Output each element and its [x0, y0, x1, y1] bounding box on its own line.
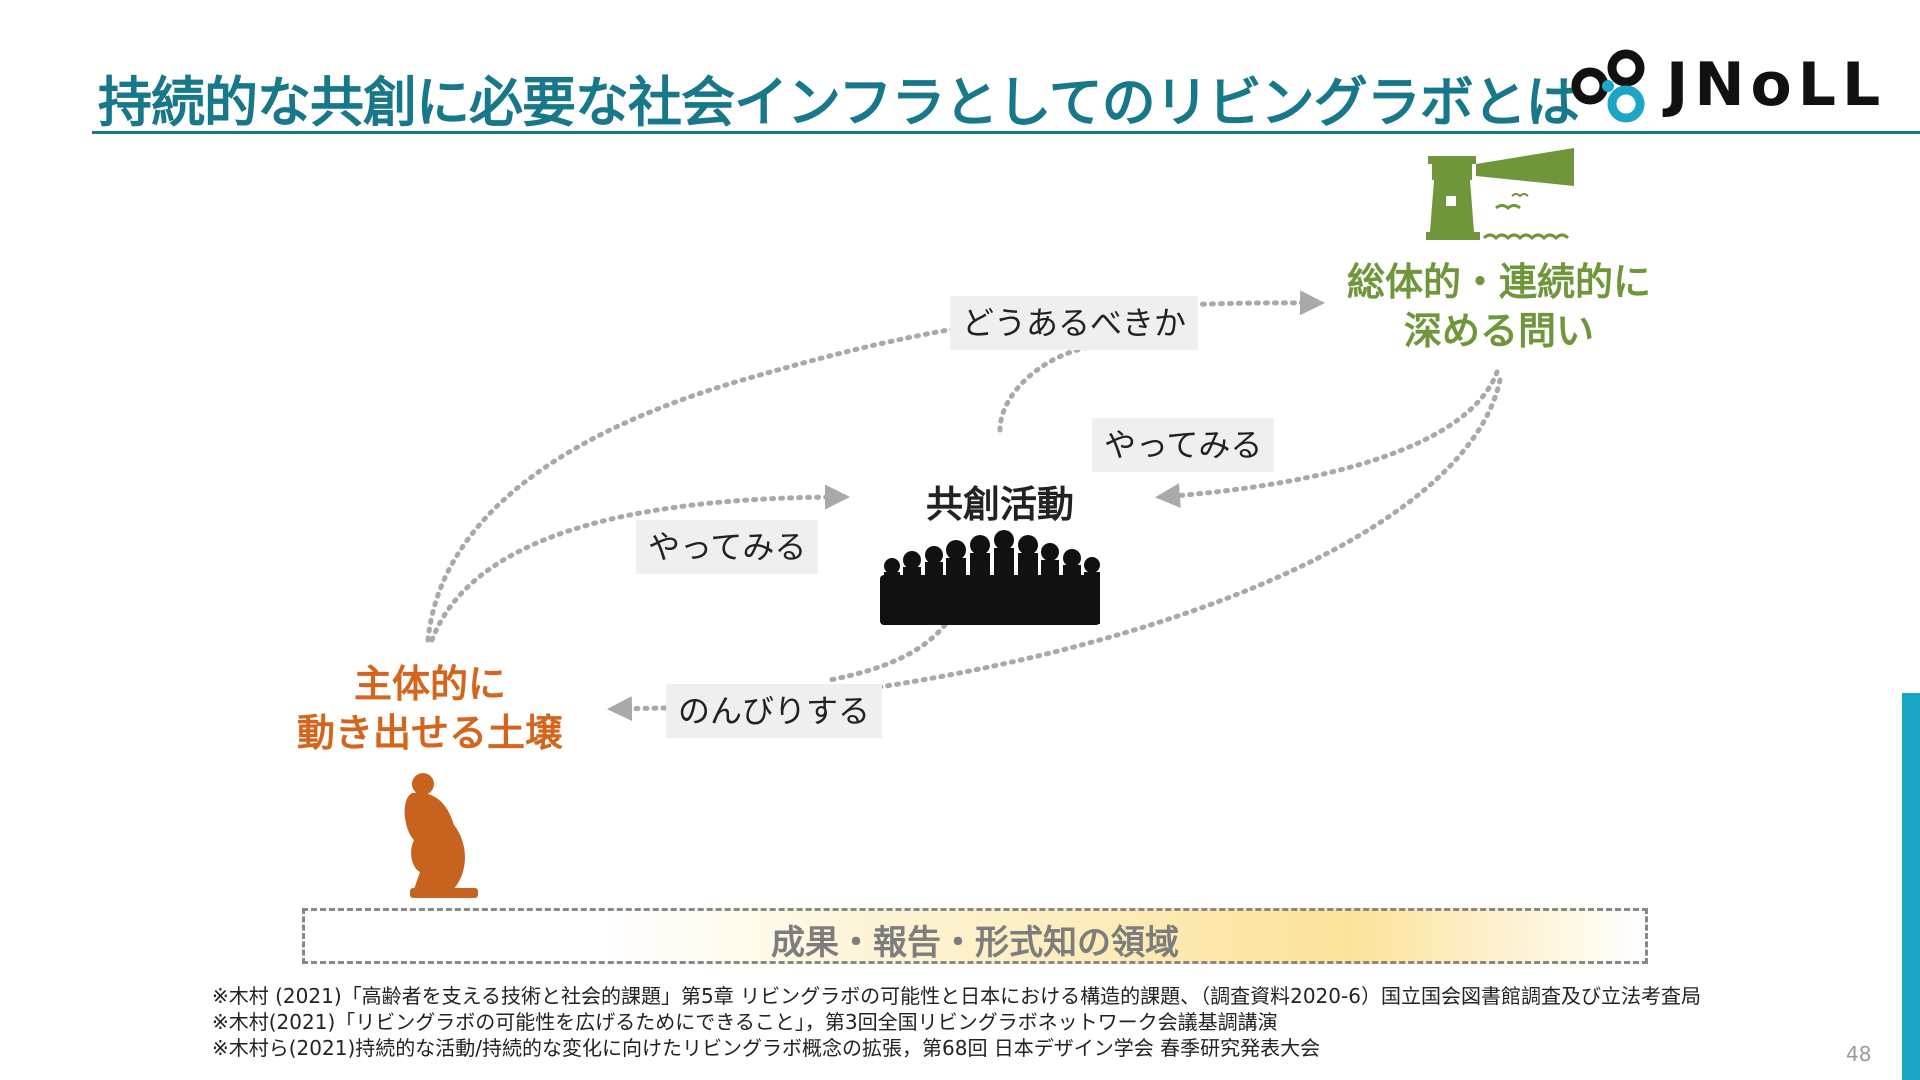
thinker-statue-icon [404, 773, 478, 898]
left-node-line2: 動き出せる土壌 [296, 711, 563, 756]
top-node: 総体的・連続的に 深める問い [1334, 258, 1664, 357]
center-node-label: 共創活動 [926, 483, 1074, 526]
left-node: 主体的に 動き出せる土壌 [280, 660, 580, 759]
top-node-line2: 深める問い [1403, 309, 1594, 354]
label-how-should: どうあるべきか [950, 296, 1199, 351]
left-node-line1: 主体的に [353, 662, 506, 706]
slide-title: 持続的な共創に必要な社会インフラとしてのリビングラボとは [98, 71, 1580, 134]
arrow-center-to-relax [827, 622, 948, 683]
crowd-silhouette-icon [880, 530, 1100, 625]
outcome-area-box: 成果・報告・形式知の領域 [302, 908, 1648, 964]
lighthouse-icon [1426, 148, 1574, 241]
outcome-area-label: 成果・報告・形式知の領域 [771, 923, 1179, 963]
logo-text: JNoLL [1666, 50, 1887, 120]
accent-side-bar [1902, 693, 1920, 1080]
arrow-top-to-relax [857, 377, 1503, 693]
arrow-left-to-center [429, 484, 850, 643]
arrow-relax-to-left [607, 696, 668, 722]
arrow-top-to-center [1155, 369, 1500, 509]
page-number: 48 [1846, 1042, 1872, 1066]
title-underline [92, 131, 1920, 134]
reference-2: ※木村(2021)「リビングラボの可能性を広げるためにできること」，第3回全国リ… [212, 1010, 1278, 1034]
top-node-line1: 総体的・連続的に [1346, 260, 1651, 304]
logo-mark-icon [1571, 49, 1645, 123]
label-try-right: やってみる [1092, 418, 1275, 473]
reference-1: ※木村 (2021)「高齢者を支える技術と社会的課題」第5章 リビングラボの可能… [212, 984, 1701, 1008]
jnoll-logo: JNoLL [1562, 44, 1912, 128]
arrow-center-up [997, 345, 1088, 433]
label-relax: のんびりする [666, 684, 883, 739]
label-try-left: やってみる [636, 520, 819, 575]
reference-3: ※木村ら(2021)持続的な活動/持続的な変化に向けたリビングラボ概念の拡張，第… [212, 1036, 1321, 1060]
